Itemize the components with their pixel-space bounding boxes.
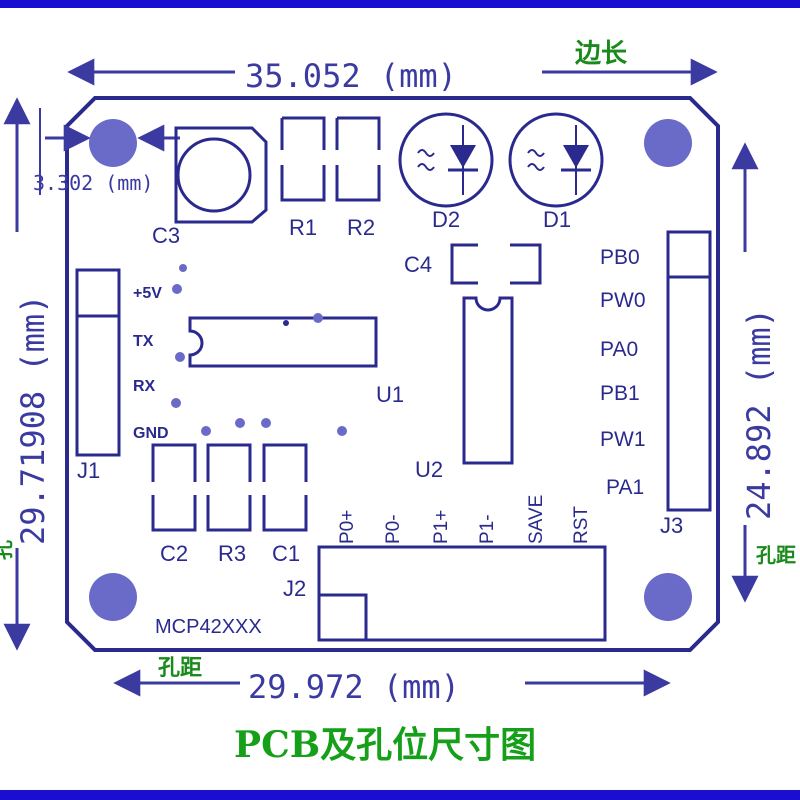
resistor-r1 [280,116,326,202]
label-u2: U2 [415,457,443,482]
j3-pin-label: PA1 [606,476,644,499]
via-dot [172,284,182,294]
board-outline [65,96,720,652]
j2-pin-label: P1+ [431,510,452,544]
via-dot [179,264,187,272]
j3-pin-label: PW1 [600,428,646,451]
j2-pin-label: P0+ [337,510,358,544]
led-icon [508,112,604,208]
bottom-frame-bar [0,790,800,800]
label-r2: R2 [347,215,375,240]
hole-distance-right-label: 孔距 [756,543,796,567]
connector-j1 [75,268,121,457]
label-j3: J3 [660,513,683,538]
label-c1: C1 [272,541,300,566]
capacitor-c3 [174,126,268,224]
ic-u2 [462,296,514,465]
capacitor-c2 [151,443,197,532]
label-c3: C3 [152,223,180,248]
side-length-label: 边长 [575,39,628,69]
label-r1: R1 [289,215,317,240]
top-frame-bar [0,0,800,8]
label-u1: U1 [376,382,404,407]
chip-label: MCP42XXX [155,616,262,638]
via-dot [171,398,181,408]
j1-pin-label: TX [133,333,154,350]
label-d1: D1 [543,207,571,232]
left-edge-mark: 孔 [0,540,15,560]
mounting-hole-icon [644,573,692,621]
via-dot [201,426,211,436]
via-dot [283,320,289,326]
connector-j3 [666,230,712,512]
capacitor-icon [176,137,252,213]
label-j1: J1 [77,458,100,483]
hole-spacing-y: 24.892 (mm) [740,308,778,520]
j2-pin-label: RST [571,506,592,544]
capacitor-c4 [450,243,542,285]
led-d2 [398,112,494,208]
j1-pin-label: RX [133,378,156,395]
via-dot [337,426,347,436]
hole-distance-label: 孔距 [158,656,202,681]
capacitor-c1 [262,443,308,532]
height-dimension: 29.71908 (mm) [14,295,52,545]
j3-pin-label: PA0 [600,338,638,361]
j2-pin-label: P1- [477,514,498,544]
resistor-r3 [206,443,252,532]
j2-pin-label: SAVE [526,495,547,544]
page-title: PCB及孔位尺寸图 [234,724,536,766]
label-d2: D2 [432,207,460,232]
j2-pin-label: P0- [383,514,404,544]
mounting-hole-icon [644,119,692,167]
label-c2: C2 [160,541,188,566]
j3-pin-label: PB0 [600,246,640,269]
led-icon [398,112,494,208]
width-dimension: 35.052 (mm) [245,57,457,95]
led-d1 [508,112,604,208]
j1-pin-label: GND [133,425,169,442]
hole-offset: 3.302 (mm) [33,171,153,195]
label-c4: C4 [404,252,432,277]
hole-spacing-x: 29.972 (mm) [248,668,460,706]
via-dot [175,352,185,362]
j3-pin-label: PB1 [600,382,640,405]
connector-j2 [317,545,607,642]
ic-u1 [188,316,378,368]
j1-pin-label: +5V [133,285,162,302]
via-dot [261,418,271,428]
via-dot [313,313,323,323]
resistor-r2 [335,116,381,202]
via-dot [235,418,245,428]
j3-pin-label: PW0 [600,289,646,312]
label-j2: J2 [283,576,306,601]
label-r3: R3 [218,541,246,566]
mounting-hole-icon [89,573,137,621]
mounting-hole-icon [89,119,137,167]
